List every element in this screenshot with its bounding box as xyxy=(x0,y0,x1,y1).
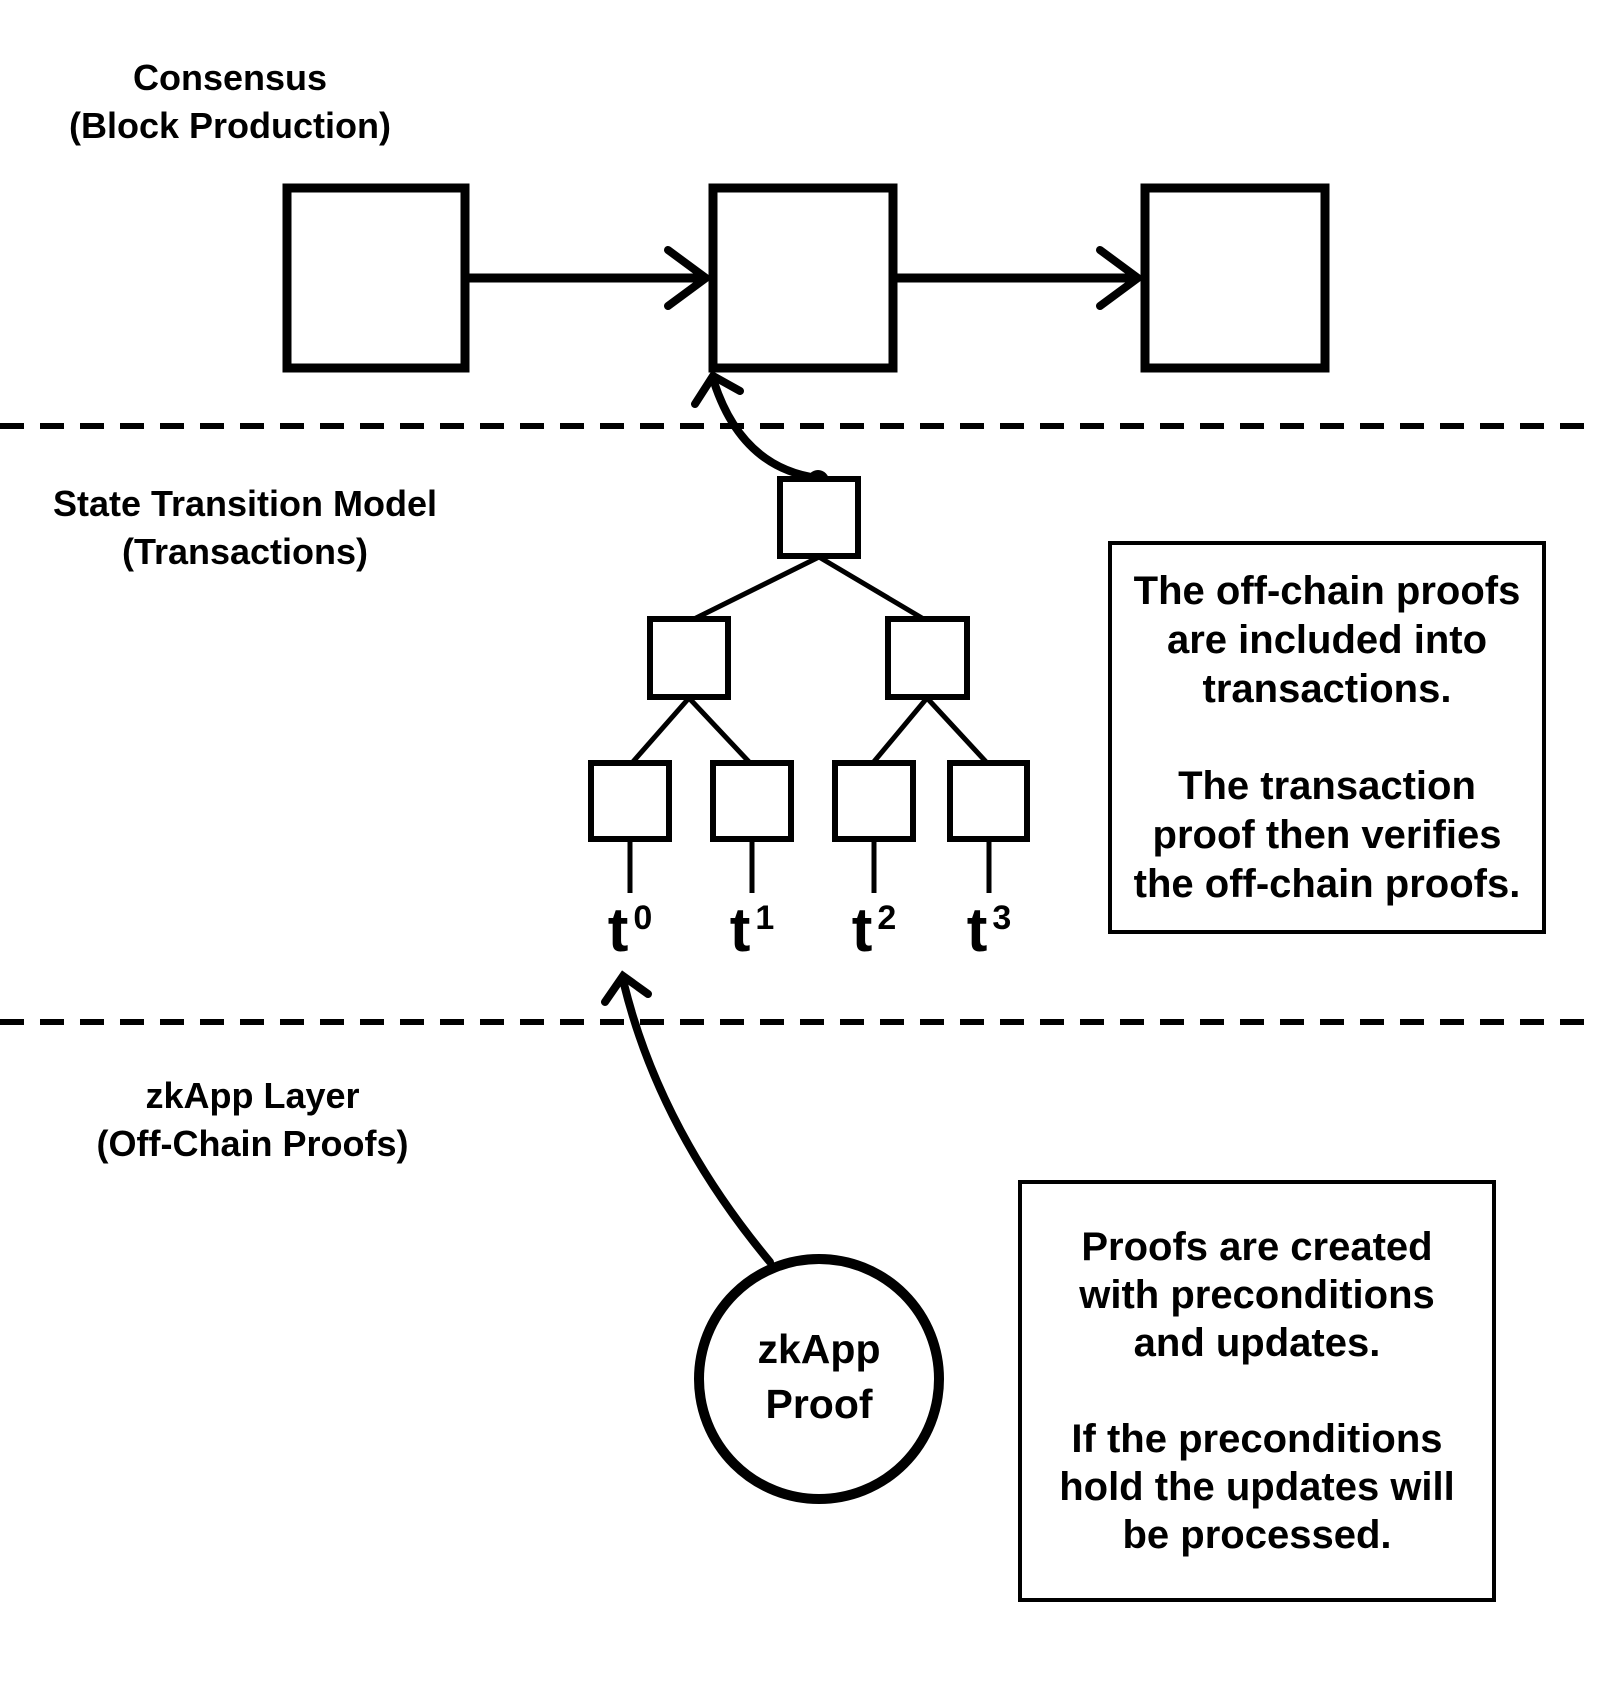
note-box-transactions: The off-chain proofs are included into t… xyxy=(1108,541,1546,934)
tree-edge-root-right xyxy=(817,554,929,624)
root-to-block-arrow-head xyxy=(691,370,744,408)
note-line: are included into xyxy=(1166,617,1488,662)
merkle-node-right-square xyxy=(885,616,970,700)
root-to-block-arrow xyxy=(691,370,829,492)
leaf-label-t2-sup: 2 xyxy=(877,899,897,937)
leaf-square-t3 xyxy=(947,760,1030,842)
zkapp-layer-title: zkApp Layer (Off-Chain Proofs) xyxy=(25,1072,480,1168)
tree-edge-left-t0 xyxy=(629,696,691,766)
zkapp-layer-title-line2: (Off-Chain Proofs) xyxy=(96,1123,409,1164)
merkle-root-square xyxy=(777,476,861,559)
tree-edge-right-t3 xyxy=(925,696,990,766)
zkapp-proof-circle-label-line2: Proof xyxy=(765,1381,873,1427)
zkapp-proof-circle-label-line1: zkApp xyxy=(757,1326,881,1372)
consensus-layer-title-line2: (Block Production) xyxy=(69,105,391,146)
chain-arrow-1 xyxy=(466,246,713,310)
consensus-block-1 xyxy=(282,183,470,373)
chain-arrow-1-head xyxy=(664,246,713,310)
leaf-square-t1 xyxy=(710,760,794,842)
note-line: The transaction xyxy=(1178,763,1476,808)
consensus-block-2 xyxy=(708,183,898,373)
zkapp-proof-circle-label: zkApp Proof xyxy=(719,1322,919,1432)
proof-to-t0-arrow-head xyxy=(601,970,652,1006)
state-transition-layer-title: State Transition Model (Transactions) xyxy=(20,480,470,576)
merkle-node-left-square xyxy=(647,616,731,700)
tree-edge-right-t2 xyxy=(870,696,929,766)
leaf-label-t1-sup: 1 xyxy=(755,899,775,937)
leaf-label-t3-sup: 3 xyxy=(992,899,1012,937)
note-line: The off-chain proofs xyxy=(1133,568,1521,613)
zkapp-proof-circle xyxy=(694,1254,944,1504)
note-line: with preconditions xyxy=(1079,1273,1435,1317)
note-box-proofs: Proofs are created with preconditions an… xyxy=(1018,1180,1496,1602)
state-transition-layer-title-line2: (Transactions) xyxy=(121,531,369,572)
note-line: and updates. xyxy=(1133,1321,1381,1365)
tree-edge-left-t1 xyxy=(687,696,753,766)
note-line: hold the updates will xyxy=(1059,1465,1455,1509)
tree-edge-root-left xyxy=(688,554,821,624)
leaf-label-t1-base: t xyxy=(729,896,751,965)
note-line: transactions. xyxy=(1202,666,1452,711)
note-transactions-para2: The transaction proof then verifies the … xyxy=(1134,762,1521,909)
chain-arrow-2 xyxy=(895,246,1145,310)
consensus-layer-title: Consensus (Block Production) xyxy=(20,54,440,150)
proof-to-t0-arrow xyxy=(601,970,774,1266)
note-proofs-para1: Proofs are created with preconditions an… xyxy=(1079,1223,1435,1367)
consensus-layer-title-line1: Consensus xyxy=(132,57,328,98)
state-transition-layer-title-line1: State Transition Model xyxy=(52,483,438,524)
note-line: Proofs are created xyxy=(1081,1225,1433,1269)
leaf-label-t0-base: t xyxy=(607,896,629,965)
note-line: the off-chain proofs. xyxy=(1133,861,1521,906)
leaf-label-t2-base: t xyxy=(851,896,873,965)
leaf-label-t0-sup: 0 xyxy=(633,899,653,937)
note-line: be processed. xyxy=(1122,1513,1392,1557)
note-proofs-para2: If the preconditions hold the updates wi… xyxy=(1059,1415,1455,1559)
chain-arrow-2-head xyxy=(1096,246,1145,310)
note-line: proof then verifies xyxy=(1152,812,1502,857)
zkapp-layer-title-line1: zkApp Layer xyxy=(145,1075,360,1116)
leaf-square-t0 xyxy=(588,760,672,842)
note-transactions-para1: The off-chain proofs are included into t… xyxy=(1134,567,1521,714)
leaf-label-t3-base: t xyxy=(966,896,988,965)
leaf-square-t2 xyxy=(832,760,916,842)
consensus-block-3 xyxy=(1140,183,1330,373)
note-line: If the preconditions xyxy=(1071,1417,1443,1461)
